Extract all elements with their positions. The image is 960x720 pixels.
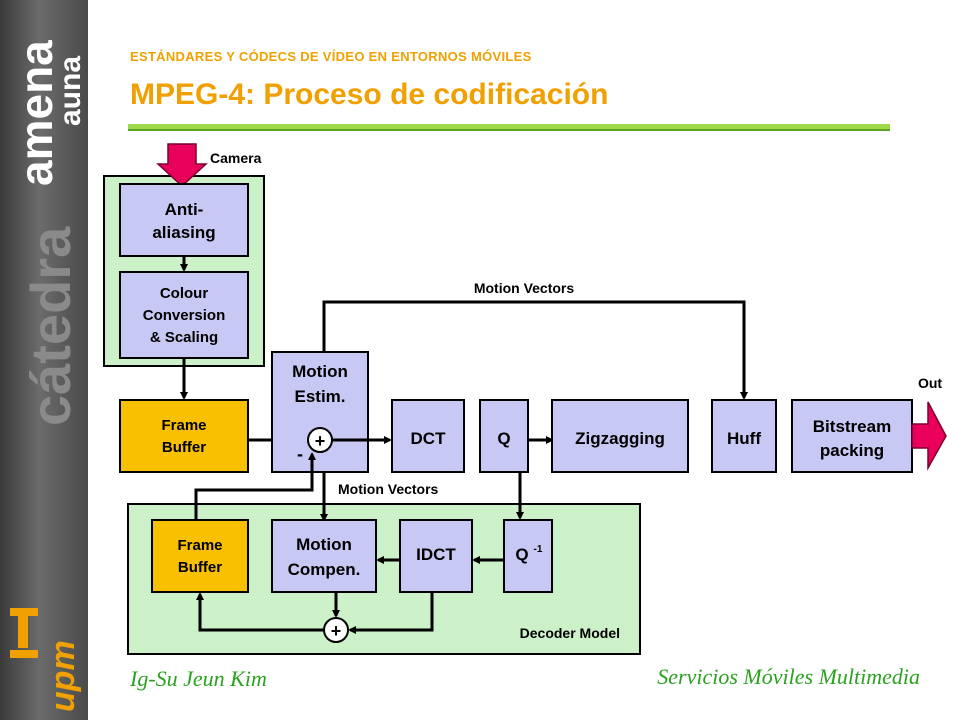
slide-subtitle: ESTÁNDARES Y CÓDECS DE VÍDEO EN ENTORNOS… [130, 49, 532, 64]
footer-author: Ig-Su Jeun Kim [130, 666, 267, 691]
frame-buffer-top-line1: Frame [161, 417, 206, 434]
upm-text: upm [44, 640, 82, 712]
anti-aliasing-line1: Anti- [165, 200, 204, 219]
motion-vectors-top-line [322, 300, 748, 400]
frame-buffer-bottom-line2: Buffer [178, 559, 222, 576]
motion-compen-line1: Motion [296, 535, 352, 554]
logo-text-amena: amena [10, 40, 62, 186]
colour-conversion-box [119, 271, 249, 359]
catedra-logo: amena auna cátedra [10, 40, 86, 426]
title-underline [128, 124, 890, 129]
frame-buffer-top-line2: Buffer [162, 439, 206, 456]
sidebar: amena auna cátedra upm [0, 0, 88, 720]
frame-buffer-bottom-line1: Frame [177, 537, 222, 554]
motion-estim-line2: Estim. [294, 387, 345, 406]
q-label: Q [497, 429, 510, 448]
logo-text-auna: auna [54, 56, 86, 126]
motion-compen-line2: Compen. [288, 560, 361, 579]
colour-line2: Conversion [143, 307, 226, 324]
colour-line3: & Scaling [150, 329, 218, 346]
footer-course: Servicios Móviles Multimedia [657, 664, 920, 689]
zigzagging-box [551, 399, 689, 473]
frame-buffer-top-box [119, 399, 249, 473]
out-arrow-icon [911, 401, 947, 471]
q-box [479, 399, 529, 473]
dct-box [391, 399, 465, 473]
dct-label: DCT [411, 429, 447, 448]
feedback-line [194, 452, 316, 520]
bitstream-line2: packing [820, 441, 884, 460]
bitstream-line1: Bitstream [813, 417, 891, 436]
camera-arrow-icon [156, 143, 208, 188]
q-inverse-box [503, 519, 553, 593]
frame-buffer-bottom-box [151, 519, 249, 593]
q-inverse-sup: -1 [534, 544, 543, 555]
camera-label: Camera [210, 150, 262, 166]
motion-compen-box [271, 519, 377, 593]
decoder-model-label: Decoder Model [520, 625, 620, 641]
motion-estim-line1: Motion [292, 362, 348, 381]
huff-label: Huff [727, 429, 761, 448]
slide-title: MPEG-4: Proceso de codificación [130, 78, 609, 111]
anti-aliasing-line2: aliasing [152, 223, 215, 242]
minus-sign: - [297, 444, 303, 464]
plus-top: + [315, 431, 326, 451]
idct-label: IDCT [416, 545, 456, 564]
zigzagging-label: Zigzagging [575, 429, 665, 448]
q-inverse-label: Q [515, 545, 528, 564]
motion-vectors-mid-label: Motion Vectors [338, 481, 439, 497]
idct-box [399, 519, 473, 593]
upm-logo: upm [10, 608, 82, 712]
plus-bottom: + [331, 621, 342, 641]
huff-box [711, 399, 777, 473]
anti-aliasing-box [119, 183, 249, 257]
motion-vectors-top-label: Motion Vectors [474, 280, 575, 296]
out-label: Out [918, 375, 942, 391]
bitstream-box [791, 399, 913, 473]
colour-line1: Colour [160, 285, 208, 302]
logo-text-catedra: cátedra [19, 226, 82, 426]
